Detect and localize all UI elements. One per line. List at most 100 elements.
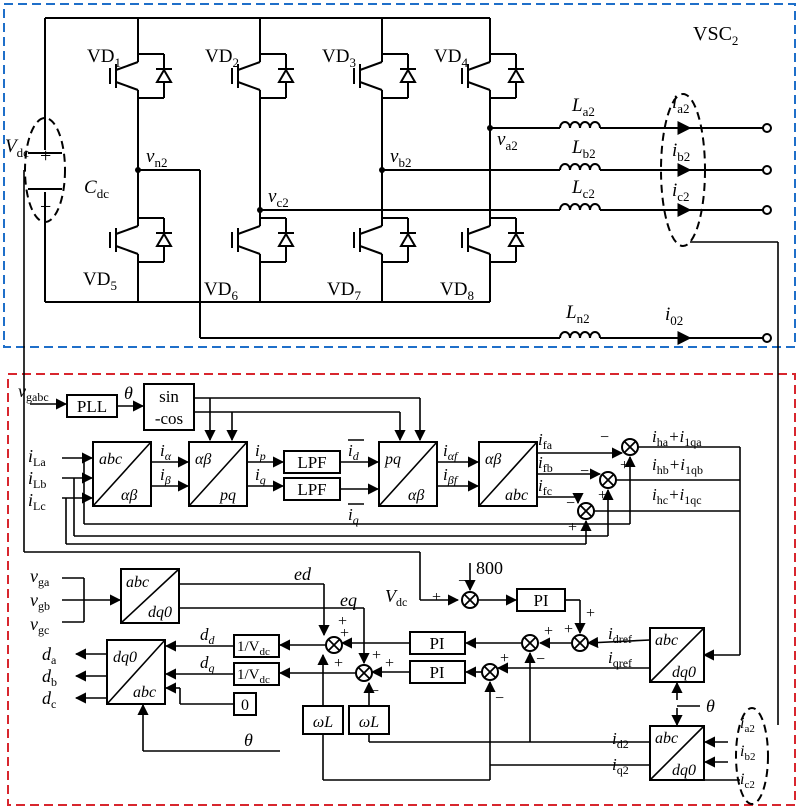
ila-label: iLa (28, 446, 46, 469)
sum-iq-plus: + (500, 650, 509, 667)
sum-id-plus: + (544, 623, 553, 640)
pll-label: PLL (77, 397, 107, 416)
sum-vd-plus2: + (340, 625, 349, 642)
vd5-label: VD5 (83, 269, 117, 293)
fb-dq0-label: dq0 (672, 762, 696, 779)
ln2-label: Ln2 (565, 302, 590, 326)
sum-dref-plus: + (586, 605, 595, 622)
vsc-label: VSC2 (693, 23, 738, 48)
id2-label: id2 (612, 729, 629, 751)
vg-abc-label: abc (126, 574, 149, 591)
cap-plus: + (40, 145, 51, 167)
sum-dc-minus: − (458, 573, 467, 590)
sum-b-minus: − (580, 463, 589, 480)
ip-label: ip (255, 441, 266, 463)
ed-label: ed (294, 564, 312, 584)
sum-a-minus: − (600, 429, 609, 446)
cap-minus: − (40, 196, 51, 218)
ic2-fb-label: ic2 (740, 771, 755, 791)
abc-ab-top: abc (99, 451, 122, 468)
ihb-label: ihb+i1qb (652, 455, 703, 477)
vdc-ctrl-label: Vdc (385, 586, 407, 609)
theta-label-dq0: θ (244, 730, 253, 750)
omegal-label-2: ωL (359, 714, 379, 731)
va2-label: va2 (497, 129, 518, 153)
idref-label: idref (608, 624, 632, 646)
dc-label: dc (42, 688, 56, 711)
dq-label: dq (200, 653, 215, 675)
vgb-label: vgb (30, 590, 50, 613)
cdc-label: Cdc (84, 177, 109, 201)
ab-abc-top: αβ (485, 451, 501, 468)
sum-c-plus: + (568, 519, 577, 536)
ia2-fb-label: ia2 (740, 715, 755, 735)
vb2-label: vb2 (390, 146, 411, 170)
vdc-label: Vdc (5, 136, 29, 160)
ab-abc-bottom: abc (505, 487, 528, 504)
vd7-label: VD7 (327, 279, 361, 303)
sum-vq-plus2: + (385, 655, 394, 672)
sum-dref-plus2: + (564, 621, 573, 638)
vd4-label: VD4 (434, 46, 468, 70)
ref-abc-label: abc (655, 632, 678, 649)
sum-vd-plus3: + (334, 655, 343, 672)
ib2-out-label: ib2 (672, 140, 690, 164)
sum-vd-plus1: + (338, 613, 347, 630)
la2-label: La2 (571, 95, 595, 119)
iq-label: iq (255, 465, 266, 487)
vc2-label: vc2 (268, 186, 289, 210)
vgabc-label: vgabc (18, 381, 49, 404)
inv-vdc-label-d: 1/Vdc (237, 639, 270, 658)
dq0-abc-top: dq0 (113, 649, 137, 666)
sin-label: sin (159, 387, 179, 406)
omegal-label-1: ωL (313, 714, 333, 731)
vd8-label: VD8 (440, 279, 474, 303)
ic2-out-label: ic2 (672, 180, 690, 204)
current-control (62, 563, 779, 805)
v800-label: 800 (476, 558, 503, 578)
lpf-label-d: LPF (297, 453, 326, 472)
ia2-out-label: ia2 (672, 92, 690, 116)
vgc-label: vgc (30, 614, 49, 637)
sum-c-minus: − (566, 495, 575, 512)
theta-label-pll: θ (124, 383, 133, 403)
sum-id-minus: − (536, 651, 545, 668)
vga-label: vga (30, 566, 50, 589)
ifc-label: ifc (538, 476, 552, 498)
sincos-block (143, 383, 195, 431)
iq-bar-label: iq (348, 505, 359, 527)
theta-label-ref: θ (706, 696, 715, 716)
harmonic-detection (30, 383, 741, 661)
sum-b-plus: + (598, 487, 607, 504)
vd1-label: VD1 (87, 46, 121, 70)
ab-pq-top: αβ (195, 451, 211, 468)
eq-label: eq (340, 590, 357, 610)
vn2-label: vn2 (146, 146, 167, 170)
ref-dq0-label: dq0 (672, 664, 696, 681)
dq0-abc-bottom: abc (133, 684, 156, 701)
lb2-label: Lb2 (571, 137, 596, 161)
ibf-label: iβf (443, 465, 459, 487)
power-stage (23, 17, 779, 700)
fb-abc-label: abc (655, 730, 678, 747)
omegal-block-1 (302, 705, 344, 735)
pq-ab-top: pq (384, 451, 401, 468)
iq2-label: iq2 (612, 755, 629, 777)
iqref-label: iqref (608, 648, 632, 670)
zero-label: 0 (241, 697, 249, 714)
vd3-label: VD3 (322, 46, 356, 70)
ib2-fb-label: ib2 (740, 743, 755, 763)
db-label: db (42, 666, 57, 689)
sum-a-plus: + (620, 457, 629, 474)
dd-label: dd (200, 625, 216, 647)
pq-ab-bottom: αβ (408, 487, 424, 504)
sum-iq-minus: − (495, 690, 504, 707)
pi-dc-label: PI (533, 591, 548, 610)
sum-vq-plus1: + (372, 647, 381, 664)
ihc-label: ihc+i1qc (652, 485, 702, 507)
vg-dq0-label: dq0 (148, 604, 172, 621)
pi-q-label: PI (429, 663, 444, 682)
ifb-label: ifb (538, 453, 553, 475)
ialpha-label: iα (160, 441, 172, 463)
